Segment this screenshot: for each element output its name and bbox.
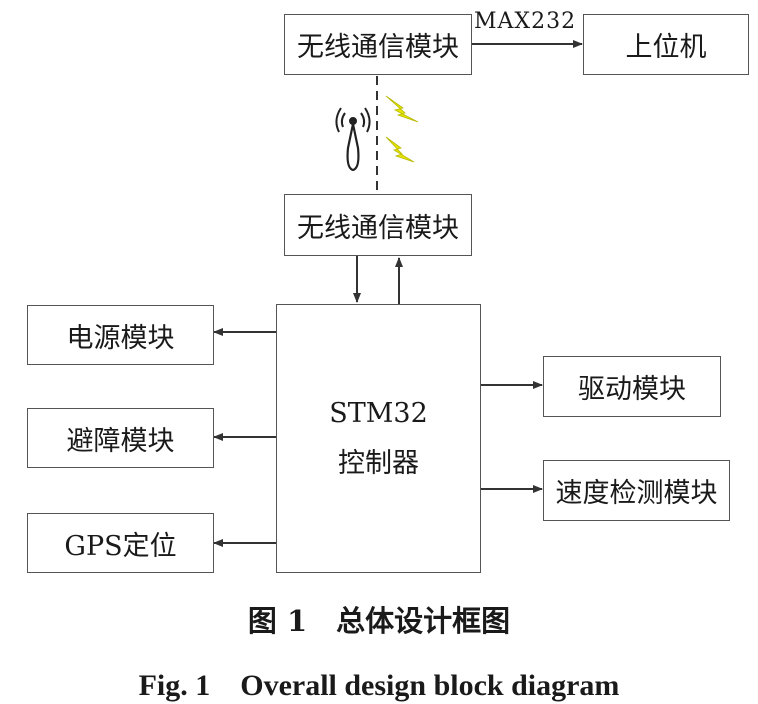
obstacle-module-box: 避障模块 <box>27 408 214 468</box>
speed-detect-module-box: 速度检测模块 <box>543 460 730 521</box>
antenna-icon <box>335 107 371 172</box>
stm32-subtitle: 控制器 <box>338 447 419 479</box>
power-module-box: 电源模块 <box>27 305 214 365</box>
host-pc-box: 上位机 <box>583 14 749 75</box>
gps-module-box: GPS定位 <box>27 513 214 573</box>
wireless-module-bottom: 无线通信模块 <box>284 194 472 256</box>
lightning-icon <box>385 95 419 163</box>
max232-label: MAX232 <box>474 9 577 34</box>
stm32-controller-box: STM32 控制器 <box>276 304 481 573</box>
drive-module-box: 驱动模块 <box>543 356 721 417</box>
stm32-title: STM32 <box>329 397 428 429</box>
wireless-module-top: 无线通信模块 <box>284 14 472 75</box>
caption-english: Fig. 1 Overall design block diagram <box>138 669 620 702</box>
caption-chinese: 图 1 总体设计框图 <box>247 604 511 638</box>
